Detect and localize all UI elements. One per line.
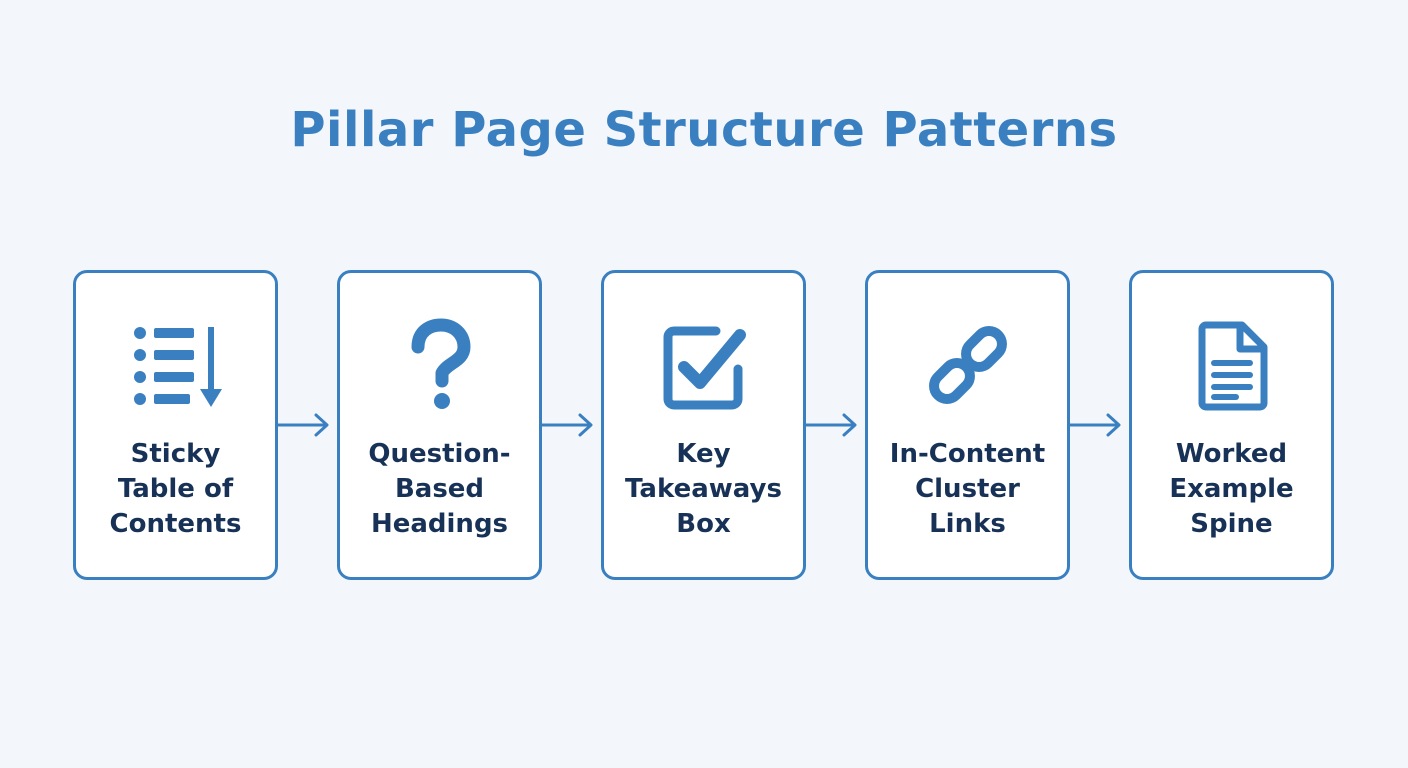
step-label: Worked Example Spine — [1169, 439, 1294, 539]
page-title: Pillar Page Structure Patterns — [290, 102, 1118, 158]
step-label: Key Takeaways Box — [625, 439, 782, 539]
step-card-question-based-headings: Question- Based Headings — [337, 270, 542, 580]
flow-arrow-icon — [540, 410, 596, 440]
checkbox-check-icon — [656, 317, 752, 413]
step-card-worked-example-spine: Worked Example Spine — [1129, 270, 1334, 580]
step-card-in-content-cluster-links: In-Content Cluster Links — [865, 270, 1070, 580]
step-label: In-Content Cluster Links — [889, 439, 1046, 539]
flow-arrow-icon — [804, 410, 860, 440]
flow-arrow-icon — [1068, 410, 1124, 440]
question-mark-icon — [392, 317, 488, 413]
table-of-contents-list-icon — [128, 317, 224, 413]
step-label: Question- Based Headings — [368, 439, 511, 539]
step-label: Sticky Table of Contents — [109, 439, 242, 539]
flow-arrow-icon — [276, 410, 332, 440]
step-card-sticky-table-of-contents: Sticky Table of Contents — [73, 270, 278, 580]
step-card-key-takeaways-box: Key Takeaways Box — [601, 270, 806, 580]
document-icon — [1184, 317, 1280, 413]
chain-link-icon — [920, 317, 1016, 413]
